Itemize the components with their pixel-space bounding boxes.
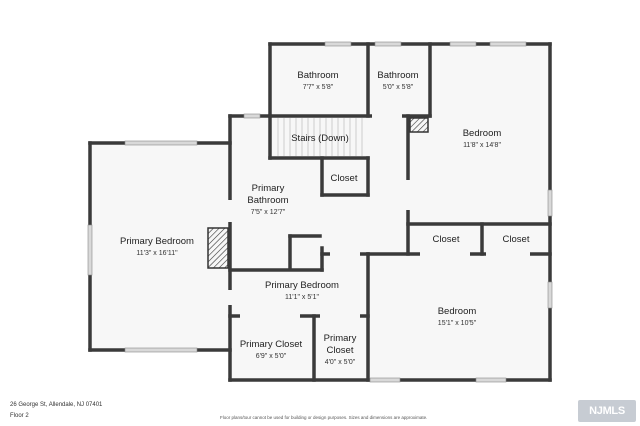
bathroom-2-name: Bathroom <box>377 70 418 81</box>
bedroom-1-name: Bedroom <box>463 128 502 139</box>
closet-2-name: Closet <box>433 234 460 245</box>
bedroom-1-dim: 11'8" x 14'8" <box>463 142 501 149</box>
primary-bedroom-1-dim: 11'3" x 16'11" <box>136 250 178 257</box>
door-openings <box>228 114 530 318</box>
closet-1-name: Closet <box>331 173 358 184</box>
primary-closet-2-dim: 4'0" x 5'0" <box>325 359 356 366</box>
primary-bedroom-2-dim: 11'1" x 5'1" <box>285 294 319 301</box>
logo-text: NJMLS <box>589 405 625 417</box>
bathroom-1-name: Bathroom <box>297 70 338 81</box>
primary-bathroom-dim: 7'5" x 12'7" <box>251 209 286 216</box>
primary-bathroom-name-line2: Bathroom <box>247 195 288 206</box>
disclaimer-text: Floor plans/tour cannot be used for buil… <box>220 415 428 420</box>
njmls-logo: NJMLS <box>578 400 636 422</box>
floor-label: Floor 2 <box>10 413 29 419</box>
primary-closet-2-name-line2: Closet <box>327 345 354 356</box>
primary-closet-1-name: Primary Closet <box>240 339 303 350</box>
primary-bedroom-1-name: Primary Bedroom <box>120 236 194 247</box>
primary-closet-1-dim: 6'9" x 5'0" <box>256 353 287 360</box>
stair-treads <box>277 118 363 156</box>
primary-closet-2-name-line1: Primary <box>324 333 357 344</box>
bathroom-1-dim: 7'7" x 5'8" <box>303 84 334 91</box>
closet-3-name: Closet <box>503 234 530 245</box>
primary-bathroom-name-line1: Primary <box>252 183 285 194</box>
floor-fills <box>90 44 550 380</box>
bathroom-2-dim: 5'0" x 5'8" <box>383 84 414 91</box>
property-address: 26 George St, Allendale, NJ 07401 <box>10 402 103 408</box>
bedroom-2-name: Bedroom <box>438 306 477 317</box>
primary-bedroom-2-name: Primary Bedroom <box>265 280 339 291</box>
stairs-name: Stairs (Down) <box>291 133 349 144</box>
windows <box>87 41 553 383</box>
chimney-hatches <box>207 117 429 269</box>
bedroom-2-dim: 15'1" x 10'5" <box>438 320 477 327</box>
